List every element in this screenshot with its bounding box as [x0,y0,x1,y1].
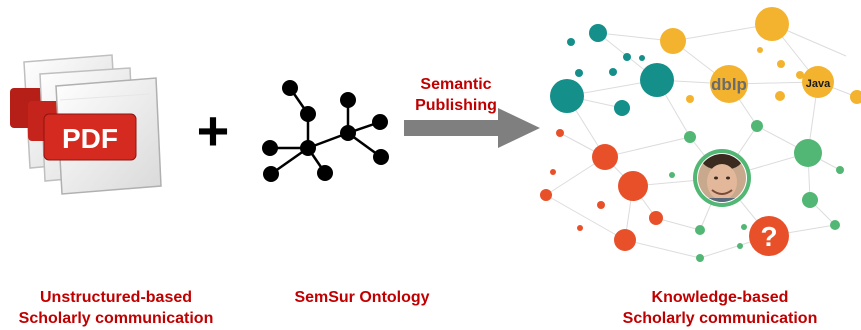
ontology-node [263,166,279,182]
graph-node-teal [567,38,575,46]
java-label: Java [806,78,831,90]
graph-node-yellow [802,66,834,98]
middle-caption-line1: SemSur Ontology [294,289,430,306]
question-mark-icon: ? [749,216,789,256]
graph-node-teal [640,63,674,97]
graph-node-green [751,120,763,132]
ontology-node [340,92,356,108]
graph-node-green [794,139,822,167]
graph-node-green [669,172,675,178]
graph-node-red [597,201,605,209]
graph-node-teal [639,55,645,61]
graph-node-green [741,224,747,230]
pdf-label: PDF [62,123,118,154]
graph-node-red [556,129,564,137]
graph-node-yellow [755,7,789,41]
ontology-node [340,125,356,141]
graph-node-red [614,229,636,251]
graph-node-green [802,192,818,208]
ontology-node [372,114,388,130]
graph-node-yellow [660,28,686,54]
arrow-label-line2: Publishing [415,97,497,114]
graph-node-green [684,131,696,143]
pdf-page-front: PDF [43,77,162,195]
arrow-label: Semantic Publishing [398,74,514,116]
graph-node-yellow [710,65,748,103]
graph-node-red [618,171,648,201]
graph-node-green [737,243,743,249]
left-caption: Unstructured-based Scholarly communicati… [0,287,232,329]
ontology-node [262,140,278,156]
graph-node-red [550,169,556,175]
graph-node-yellow [757,47,763,53]
graph-node-teal [623,53,631,61]
graph-node-yellow [686,95,694,103]
graph-node-yellow [796,71,804,79]
graph-node-teal [550,79,584,113]
ontology-node [282,80,298,96]
graph-node-red [577,225,583,231]
graph-node-green [696,254,704,262]
ontology-node [317,165,333,181]
left-caption-line1: Unstructured-based [39,289,193,306]
graph-node-green [695,225,705,235]
graph-node-teal [614,100,630,116]
svg-text:?: ? [760,221,777,252]
graph-node-red [592,144,618,170]
graph-node-red [649,211,663,225]
ontology-node [300,140,316,156]
right-caption-line1: Knowledge-based [651,289,789,306]
person-avatar-icon [693,149,751,207]
graph-node-green [836,166,844,174]
graph-node-yellow [777,60,785,68]
graph-node-teal [589,24,607,42]
graph-node-teal [575,69,583,77]
right-caption: Knowledge-based Scholarly communication [600,287,840,329]
graph-node-green [830,220,840,230]
middle-caption: SemSur Ontology [262,287,462,308]
dblp-label: dblp [711,75,747,94]
arrow-label-line1: Semantic [420,76,492,93]
ontology-node [373,149,389,165]
graph-node-yellow [775,91,785,101]
ontology-node [300,106,316,122]
graph-node-yellow [850,90,861,104]
graph-node-red [540,189,552,201]
left-caption-line2: Scholarly communication [18,310,214,327]
graph-node-teal [609,68,617,76]
right-caption-line2: Scholarly communication [622,310,818,327]
plus-symbol: + [196,99,230,162]
